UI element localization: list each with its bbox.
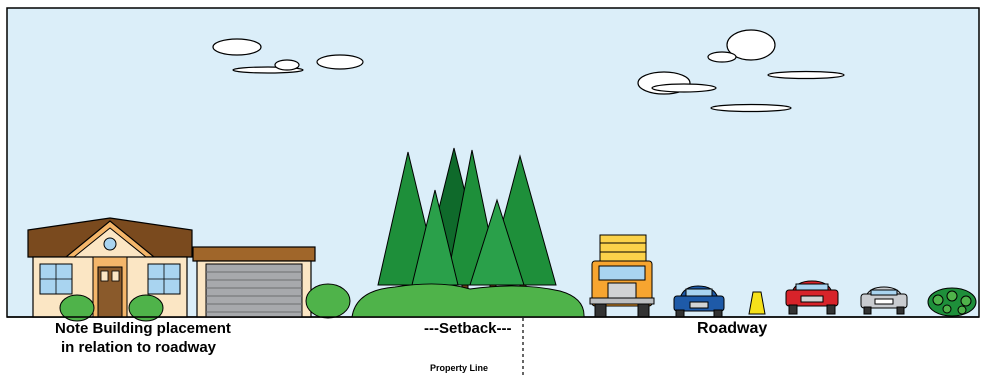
property-line-label: Property Line [430, 363, 488, 373]
truck-icon [590, 235, 654, 317]
house-icon [28, 218, 192, 321]
setback-label: ---Setback--- [424, 320, 512, 337]
building-placement-note-line1: Note Building placement [55, 320, 231, 337]
building-placement-note-line2: in relation to roadway [61, 339, 216, 356]
roadway-label: Roadway [697, 320, 767, 338]
shrub-icon [928, 288, 976, 316]
